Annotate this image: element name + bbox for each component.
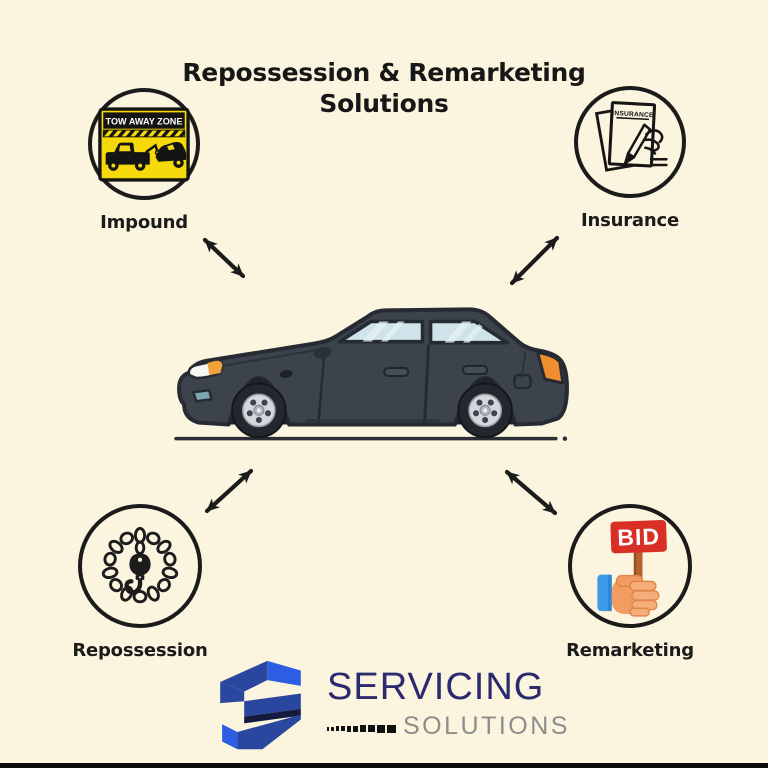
arrow-repossession	[204, 468, 254, 514]
car-windows	[337, 319, 510, 345]
tow-hook	[124, 540, 151, 595]
tail-light	[536, 351, 565, 385]
side-mirror	[313, 346, 332, 359]
impound-circle: TOW AWAY ZONE	[88, 88, 200, 200]
dashed-line	[327, 724, 396, 733]
node-impound: TOW AWAY ZONE Impound	[80, 88, 208, 233]
logo-sub-row: SOLUTIONS	[327, 712, 570, 741]
impound-label: Impound	[100, 212, 188, 233]
servicing-solutions-logo-mark	[220, 660, 301, 750]
fuel-door	[513, 373, 532, 390]
chain-ring	[101, 526, 179, 604]
node-insurance: INSURANCE Insurance	[566, 86, 694, 231]
arrow-impound	[202, 237, 246, 279]
front-wheel	[231, 382, 287, 439]
chain-hook-icon	[101, 526, 179, 604]
page-title: Repossession & Remarketing Solutions	[0, 58, 768, 119]
logo-brand-text: SERVICING	[327, 666, 545, 708]
tow-sign-text: TOW AWAY ZONE	[106, 116, 183, 126]
bottom-border	[0, 763, 768, 768]
door-handle-rear	[461, 364, 489, 376]
bid-paddle-icon: BID	[597, 520, 667, 617]
repossession-label: Repossession	[72, 640, 208, 661]
insurance-circle: INSURANCE	[574, 86, 686, 198]
bid-sign: BID	[610, 520, 667, 554]
headlight	[187, 359, 224, 380]
rear-wheel	[457, 382, 513, 439]
title-line-1: Repossession & Remarketing	[182, 58, 586, 87]
logo-sub-text: SOLUTIONS	[403, 712, 570, 740]
repossession-circle	[78, 504, 202, 628]
car-illustration	[174, 307, 569, 441]
insurance-label: Insurance	[581, 210, 679, 231]
paddle-stick	[633, 547, 643, 587]
fist	[611, 574, 660, 617]
door-handle-front	[383, 366, 410, 378]
insurance-document-icon: INSURANCE	[594, 101, 668, 172]
remarketing-circle: BID	[568, 504, 692, 628]
tow-away-zone-icon: TOW AWAY ZONE	[98, 106, 190, 182]
remarketing-label: Remarketing	[566, 640, 694, 661]
node-remarketing: BID Remarketing	[562, 504, 698, 661]
fog-light	[191, 388, 213, 403]
arrow-remarketing	[504, 469, 558, 516]
tow-truck-silhouette	[105, 141, 187, 171]
title-line-2: Solutions	[319, 88, 449, 118]
pen-and-hand	[623, 123, 668, 167]
arrow-insurance	[509, 235, 560, 286]
bid-sign-text: BID	[617, 523, 660, 550]
node-repossession: Repossession	[72, 504, 208, 661]
insurance-doc-text: INSURANCE	[612, 110, 654, 119]
